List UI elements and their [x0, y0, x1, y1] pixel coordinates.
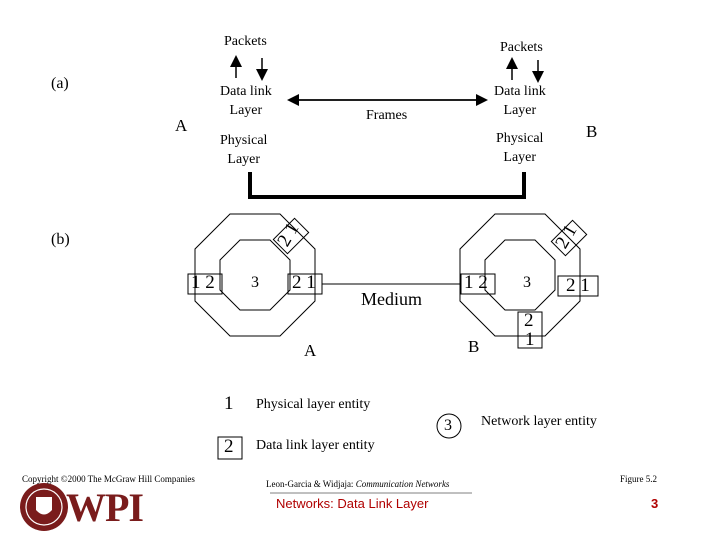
section-b-node-b: B — [468, 337, 480, 356]
course-title: Networks: Data Link Layer — [276, 496, 429, 511]
legend-two-symbol: 2 — [224, 436, 234, 457]
section-b-node-a: A — [304, 341, 317, 360]
right-physical-layer: Physical Layer — [496, 131, 544, 165]
section-a-label: (a) — [51, 75, 69, 92]
legend-one-text: Physical layer entity — [256, 397, 371, 412]
copyright-notice: Copyright ©2000 The McGraw Hill Companie… — [22, 474, 195, 484]
wpi-seal — [20, 483, 68, 531]
page-number: 3 — [651, 496, 659, 511]
right-data-link-layer: Data link Layer — [494, 84, 546, 118]
legend-two-box — [217, 436, 243, 460]
medium-label: Medium — [361, 289, 422, 309]
right-node-inner-octagon — [484, 239, 556, 311]
section-a-node-a: A — [175, 116, 188, 135]
left-node-outer-octagon — [194, 213, 316, 337]
legend-three-symbol: 3 — [444, 417, 452, 434]
left-top-entity-box — [272, 217, 310, 255]
section-a-node-b: B — [586, 122, 598, 141]
left-packets-label: Packets — [224, 34, 267, 49]
section-b-label: (b) — [51, 231, 70, 248]
right-right-entities: 2 1 — [566, 275, 590, 296]
right-inner-network-entity: 3 — [523, 274, 531, 291]
citation-authors: Leon-Garcia & Widjaja: — [266, 479, 356, 489]
left-side-entities: 1 2 — [191, 272, 215, 293]
legend-one-symbol: 1 — [224, 393, 234, 414]
right-top-entity-box — [550, 219, 588, 257]
right-packet-arrows — [506, 57, 544, 83]
wpi-logo: WPI — [66, 485, 144, 530]
left-right-entities: 2 1 — [292, 272, 316, 293]
left-side-entity-box — [187, 273, 223, 295]
figure-number: Figure 5.2 — [620, 474, 657, 484]
right-left-entities: 1 2 — [464, 272, 488, 293]
citation-title: Communication Networks — [355, 479, 450, 489]
left-packet-arrows — [230, 55, 268, 81]
left-physical-layer: Physical Layer — [220, 133, 268, 167]
legend-three-text: Network layer entity — [481, 414, 597, 429]
right-packets-label: Packets — [500, 40, 543, 55]
right-bottom-dll-entity: 2 — [524, 310, 534, 331]
right-bottom-phys-entity: 1 — [525, 329, 535, 350]
legend-three-circle — [436, 413, 462, 439]
right-right-entity-box — [557, 275, 599, 297]
left-node-inner-octagon — [219, 239, 291, 311]
right-node-outer-octagon — [459, 213, 581, 337]
legend-two-text: Data link layer entity — [256, 438, 375, 453]
right-bottom-entity-box — [517, 311, 543, 349]
left-inner-network-entity: 3 — [251, 274, 259, 291]
left-data-link-layer: Data link Layer — [220, 84, 272, 118]
citation: Leon-Garcia & Widjaja: Communication Net… — [266, 479, 449, 489]
frames-label: Frames — [366, 108, 408, 123]
physical-link-bracket — [248, 172, 526, 199]
